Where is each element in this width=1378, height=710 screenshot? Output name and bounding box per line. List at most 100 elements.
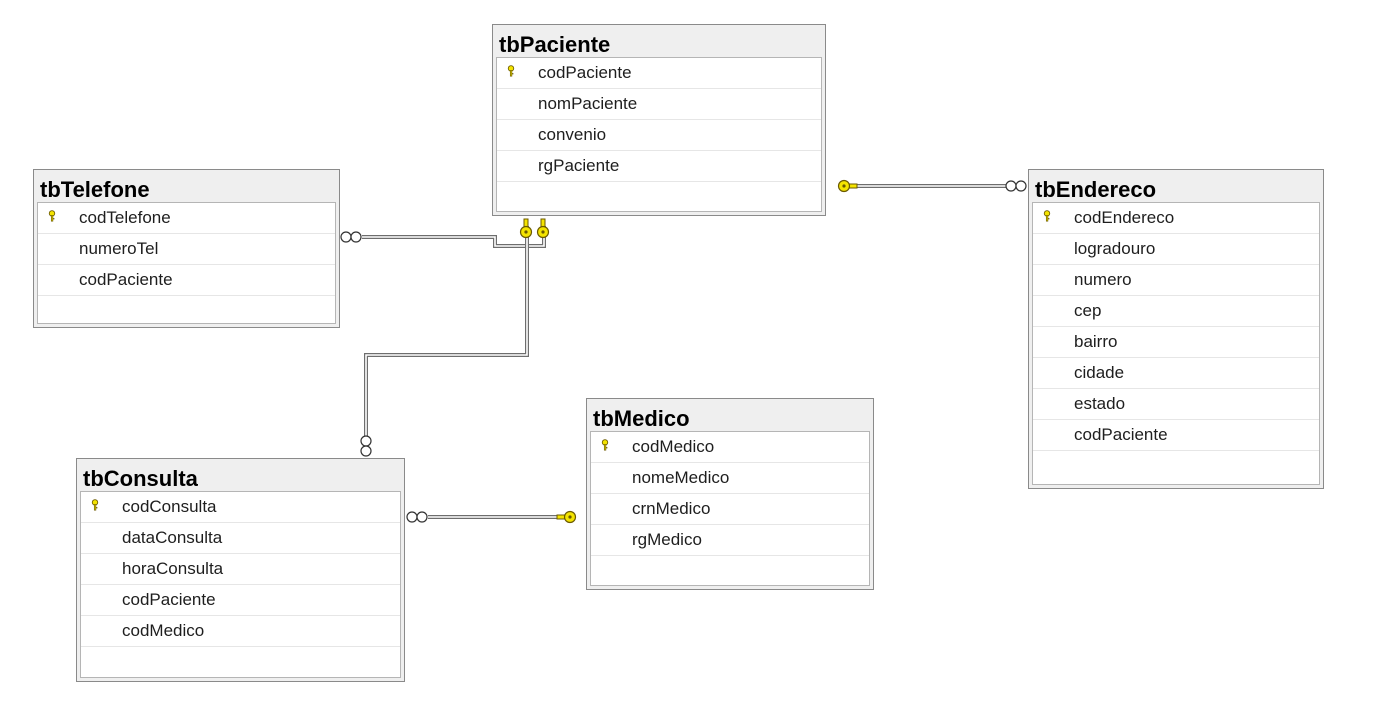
column-name: codTelefone: [79, 208, 171, 227]
row-selector: [1033, 327, 1062, 357]
row-selector: [497, 89, 526, 119]
one-end-key-icon: [556, 510, 577, 524]
table-title: tbMedico: [593, 406, 690, 431]
one-end-key-icon: [837, 179, 858, 193]
column-list: codTelefone numeroTel codPaciente: [37, 202, 336, 324]
column-name: codPaciente: [79, 270, 173, 289]
column-row[interactable]: crnMedico: [591, 494, 869, 525]
column-name: cep: [1074, 301, 1102, 320]
primary-key-icon: [81, 492, 110, 522]
row-selector: [1033, 358, 1062, 388]
row-selector: [497, 120, 526, 150]
column-list: codMedico nomeMedico crnMedico rgMedico: [590, 431, 870, 586]
column-row[interactable]: codPaciente: [497, 58, 821, 89]
row-selector: [38, 265, 67, 295]
column-name: nomPaciente: [538, 94, 638, 113]
column-name: codEndereco: [1074, 208, 1175, 227]
column-name: convenio: [538, 125, 607, 144]
column-name: bairro: [1074, 332, 1118, 351]
column-row[interactable]: rgMedico: [591, 525, 869, 556]
row-selector: [591, 494, 620, 524]
column-row[interactable]: numeroTel: [38, 234, 335, 265]
column-name: rgPaciente: [538, 156, 620, 175]
many-end-icon: [406, 511, 428, 523]
row-selector: [1033, 389, 1062, 419]
column-name: logradouro: [1074, 239, 1156, 258]
many-end-icon: [360, 435, 372, 457]
rel-telefone-paciente[interactable]: [362, 226, 546, 248]
table-title: tbPaciente: [499, 32, 611, 57]
column-row[interactable]: codPaciente: [81, 585, 400, 616]
column-row[interactable]: numero: [1033, 265, 1319, 296]
column-row[interactable]: cidade: [1033, 358, 1319, 389]
column-row[interactable]: convenio: [497, 120, 821, 151]
many-end-icon: [1005, 180, 1027, 192]
column-name: crnMedico: [632, 499, 711, 518]
column-name: rgMedico: [632, 530, 702, 549]
column-row[interactable]: estado: [1033, 389, 1319, 420]
row-selector: [81, 554, 110, 584]
column-name: dataConsulta: [122, 528, 223, 547]
table-title: tbEndereco: [1035, 177, 1157, 202]
row-selector: [81, 523, 110, 553]
table-endereco[interactable]: tbEndereco codEndereco logradouro numero ce…: [1028, 169, 1324, 489]
column-list: codConsulta dataConsulta horaConsulta codPa…: [80, 491, 401, 678]
table-paciente[interactable]: tbPaciente codPaciente nomPaciente conveni…: [492, 24, 826, 216]
row-selector: [1033, 234, 1062, 264]
table-medico[interactable]: tbMedico codMedico nomeMedico crnMedico rgM…: [586, 398, 874, 590]
row-selector: [591, 525, 620, 555]
column-row[interactable]: codMedico: [591, 432, 869, 463]
primary-key-icon: [497, 58, 526, 88]
column-row[interactable]: codConsulta: [81, 492, 400, 523]
table-telefone[interactable]: tbTelefone codTelefone numeroTel codPacien…: [33, 169, 340, 328]
column-list: codEndereco logradouro numero cep bairro cida…: [1032, 202, 1320, 485]
row-selector: [1033, 265, 1062, 295]
column-row[interactable]: codTelefone: [38, 203, 335, 234]
column-row[interactable]: nomeMedico: [591, 463, 869, 494]
rel-telefone-paciente-inner: [362, 226, 545, 247]
column-list: codPaciente nomPaciente convenio rgPaciente: [496, 57, 822, 212]
column-row[interactable]: dataConsulta: [81, 523, 400, 554]
column-name: codPaciente: [122, 590, 216, 609]
row-selector: [81, 585, 110, 615]
rel-consulta-paciente[interactable]: [364, 226, 529, 437]
column-row[interactable]: codEndereco: [1033, 203, 1319, 234]
column-name: horaConsulta: [122, 559, 224, 578]
row-selector: [1033, 420, 1062, 450]
column-name: codMedico: [632, 437, 715, 456]
table-title: tbConsulta: [83, 466, 198, 491]
table-consulta[interactable]: tbConsulta codConsulta dataConsulta horaCo…: [76, 458, 405, 682]
column-name: numero: [1074, 270, 1132, 289]
column-name: numeroTel: [79, 239, 159, 258]
table-title: tbTelefone: [40, 177, 150, 202]
primary-key-icon: [38, 203, 67, 233]
column-name: cidade: [1074, 363, 1125, 382]
rel-consulta-paciente-inner: [365, 226, 528, 437]
column-row[interactable]: codPaciente: [38, 265, 335, 296]
column-name: codConsulta: [122, 497, 217, 516]
row-selector: [497, 151, 526, 181]
column-row[interactable]: cep: [1033, 296, 1319, 327]
column-name: nomeMedico: [632, 468, 730, 487]
row-selector: [1033, 296, 1062, 326]
column-row[interactable]: codMedico: [81, 616, 400, 647]
primary-key-icon: [591, 432, 620, 462]
primary-key-icon: [1033, 203, 1062, 233]
column-row[interactable]: horaConsulta: [81, 554, 400, 585]
column-row[interactable]: nomPaciente: [497, 89, 821, 120]
relationship-lines: [340, 179, 1027, 524]
row-selector: [81, 616, 110, 646]
column-name: codPaciente: [1074, 425, 1168, 444]
one-end-key-icon: [536, 218, 550, 239]
column-name: codMedico: [122, 621, 205, 640]
column-row[interactable]: rgPaciente: [497, 151, 821, 182]
column-row[interactable]: bairro: [1033, 327, 1319, 358]
column-row[interactable]: logradouro: [1033, 234, 1319, 265]
many-end-icon: [340, 231, 362, 243]
column-name: estado: [1074, 394, 1126, 413]
row-selector: [591, 463, 620, 493]
column-row[interactable]: codPaciente: [1033, 420, 1319, 451]
one-end-key-icon: [519, 218, 533, 239]
row-selector: [38, 234, 67, 264]
